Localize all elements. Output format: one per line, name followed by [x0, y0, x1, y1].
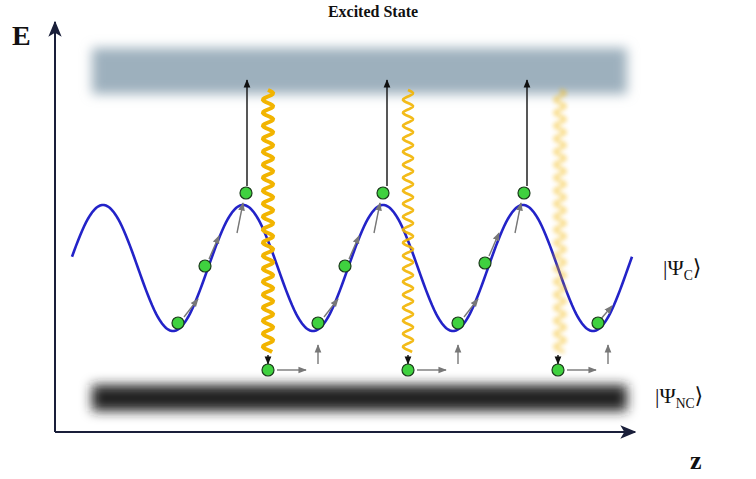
motion-arrow	[417, 369, 446, 370]
motion-arrow	[607, 345, 608, 364]
atom-dot	[377, 187, 389, 199]
atom-dot	[518, 187, 530, 199]
atom-dot	[262, 364, 274, 376]
atom-dot	[552, 364, 564, 376]
atom-dot	[312, 317, 324, 329]
band-label: Excited State	[328, 4, 418, 20]
motion-arrow	[557, 355, 558, 364]
motion-arrow	[567, 369, 596, 370]
motion-arrow	[277, 369, 306, 370]
motion-arrow	[324, 299, 338, 317]
atom-dot	[199, 260, 211, 272]
motion-arrow	[209, 236, 219, 259]
motion-arrow	[184, 299, 198, 317]
atom-dot	[452, 317, 464, 329]
motion-arrow	[237, 203, 243, 233]
photon-wave	[263, 90, 273, 352]
illustration	[72, 80, 632, 376]
photon-wave	[555, 90, 565, 352]
atom-dot	[172, 317, 184, 329]
axis-label: z	[690, 448, 702, 474]
ground-band	[92, 385, 627, 411]
motion-arrow	[349, 236, 359, 259]
motion-arrow	[317, 345, 318, 364]
atom-dot	[240, 187, 252, 199]
motion-arrow	[374, 203, 380, 233]
motion-arrow	[267, 355, 268, 364]
motion-arrow	[386, 80, 387, 186]
state-label: |ΨNC⟩	[655, 385, 703, 410]
z-axis	[55, 431, 635, 433]
motion-arrow	[457, 345, 458, 364]
energy-axis	[54, 22, 56, 432]
motion-arrow	[464, 299, 478, 317]
motion-arrow	[489, 233, 499, 256]
potential-curve	[72, 205, 632, 331]
atom-dot	[402, 364, 414, 376]
photon-wave	[403, 90, 413, 352]
motion-arrow	[526, 80, 527, 186]
motion-arrow	[515, 203, 521, 233]
atom-dot	[479, 257, 491, 269]
excited-band	[92, 48, 627, 94]
state-label: |ΨC⟩	[663, 257, 701, 282]
atom-dot	[592, 317, 604, 329]
atom-dot	[339, 260, 351, 272]
motion-arrow	[246, 80, 247, 186]
motion-arrow	[407, 355, 408, 364]
axis-label: E	[12, 22, 31, 50]
